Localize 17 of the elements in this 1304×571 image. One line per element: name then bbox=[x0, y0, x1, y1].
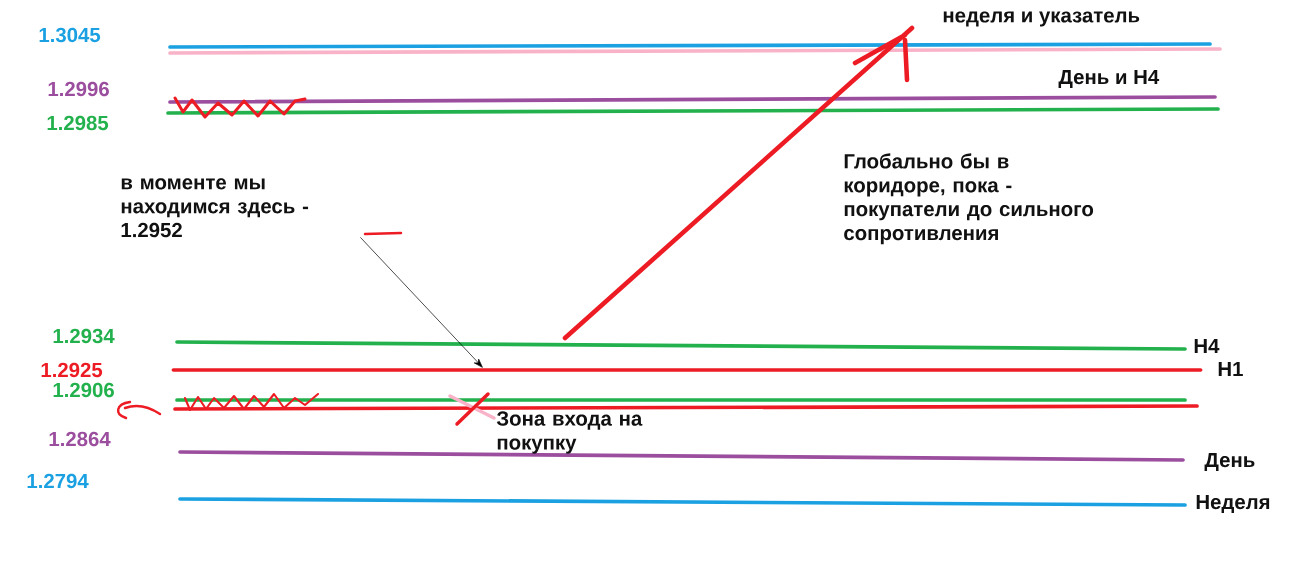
price-label: 1.2925 bbox=[41, 362, 103, 378]
price-label: 1.3045 bbox=[39, 27, 101, 43]
note-text: Глобально бы в коридоре, пока - покупатели до сильного сопротивления bbox=[844, 153, 1094, 245]
level-label: Неделя bbox=[1196, 494, 1270, 514]
note-text: Зона входа на покупку bbox=[496, 411, 643, 454]
level-label: H4 bbox=[1194, 339, 1220, 353]
price-label: 1.2996 bbox=[48, 81, 109, 97]
level-label: День bbox=[1204, 452, 1255, 472]
price-label: 1.2864 bbox=[49, 431, 111, 447]
price-label: 1.2985 bbox=[47, 115, 109, 131]
price-label: 1.2934 bbox=[53, 328, 115, 344]
level-label: День и H4 bbox=[1058, 69, 1160, 89]
price-label: 1.2794 bbox=[27, 473, 89, 489]
price-label: 1.2906 bbox=[53, 382, 114, 398]
leader-line bbox=[360, 237, 483, 368]
note-text: в моменте мы находимся здесь - 1.2952 bbox=[121, 178, 309, 238]
level-label: неделя и указатель bbox=[943, 11, 1140, 27]
